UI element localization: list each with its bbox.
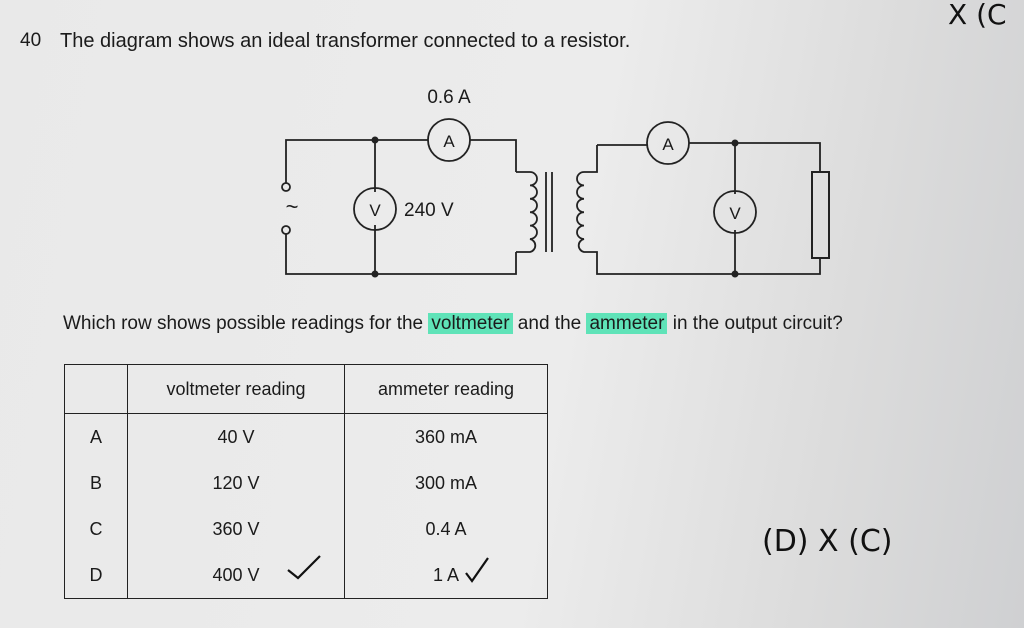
header-voltmeter: voltmeter reading	[127, 364, 345, 414]
handwritten-note-top: X (C	[948, 0, 1007, 31]
ammeter-value: 1 A	[344, 552, 548, 599]
answer-table: voltmeter reading ammeter reading A 40 V…	[64, 364, 548, 599]
check-mark-icon	[465, 557, 489, 583]
secondary-voltmeter-symbol: V	[729, 204, 741, 223]
handwritten-note-bottom: (D) X (C)	[762, 524, 893, 559]
question-text: The diagram shows an ideal transformer c…	[60, 30, 631, 52]
voltmeter-value: 400 V	[127, 552, 345, 599]
header-ammeter: ammeter reading	[344, 364, 548, 414]
table-row[interactable]: B 120 V 300 mA	[64, 460, 548, 506]
voltmeter-value: 40 V	[127, 413, 345, 460]
table-header-row: voltmeter reading ammeter reading	[64, 364, 548, 414]
voltage-label: 240 V	[404, 200, 454, 221]
current-label: 0.6 A	[427, 87, 471, 108]
ac-supply-icon: ~	[286, 194, 299, 219]
transformer-circuit-diagram: 0.6 A A A V V 240 V ~	[281, 87, 830, 278]
ammeter-value: 300 mA	[344, 460, 548, 506]
voltmeter-value: 120 V	[127, 460, 345, 506]
primary-voltmeter-symbol: V	[369, 201, 381, 220]
table-row[interactable]: D 400 V 1 A	[64, 552, 548, 599]
question-prompt: Which row shows possible readings for th…	[63, 313, 843, 335]
highlight-voltmeter: voltmeter	[428, 313, 513, 334]
highlight-ammeter: ammeter	[586, 313, 668, 334]
option-letter: B	[64, 460, 128, 506]
ammeter-value: 360 mA	[344, 413, 548, 460]
option-letter: C	[64, 506, 128, 552]
table-row[interactable]: C 360 V 0.4 A	[64, 506, 548, 552]
prompt-middle: and the	[512, 313, 587, 334]
prompt-start: Which row shows possible readings for th…	[63, 313, 429, 334]
option-letter: A	[64, 413, 128, 460]
question-number: 40	[20, 30, 42, 51]
secondary-ammeter-symbol: A	[662, 135, 674, 154]
table-row[interactable]: A 40 V 360 mA	[64, 413, 548, 460]
check-mark-icon	[287, 555, 321, 580]
ammeter-value: 0.4 A	[344, 506, 548, 552]
primary-ammeter-symbol: A	[443, 132, 455, 151]
prompt-end: in the output circuit?	[667, 313, 843, 334]
voltmeter-value: 360 V	[127, 506, 345, 552]
